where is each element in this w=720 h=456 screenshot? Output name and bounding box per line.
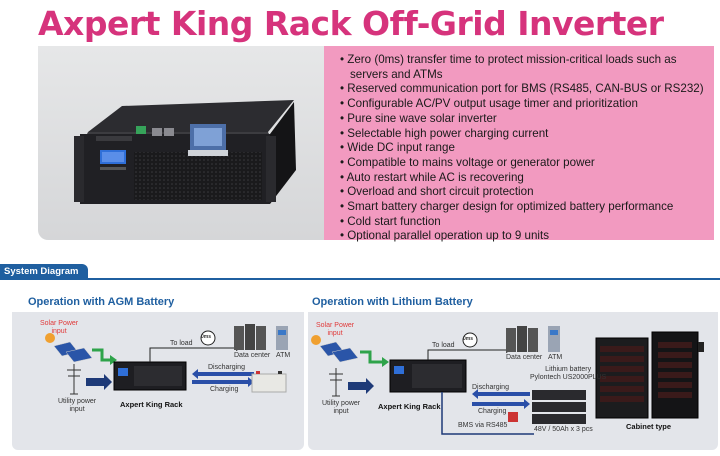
battery-cabinet-icon <box>595 331 704 419</box>
feature-item: Compatible to mains voltage or generator… <box>340 156 706 171</box>
lithium-inverter-label: Axpert King Rack <box>378 402 441 411</box>
lithium-solar-label: Solar Power input <box>316 322 355 337</box>
lithium-charging-label: Charging <box>478 408 507 415</box>
inverter-product-image <box>74 100 296 204</box>
cabinet-label: Cabinet type <box>626 422 672 431</box>
agm-battery-icon <box>251 371 287 393</box>
agm-to-load-label: To load <box>170 340 193 347</box>
lithium-diagram-title: Operation with Lithium Battery <box>312 296 473 308</box>
utility-tower-icon <box>329 368 343 397</box>
atm-icon <box>276 326 288 350</box>
feature-item: Auto restart while AC is recovering <box>340 171 706 186</box>
lithium-data-center-label: Data center <box>506 354 543 361</box>
lithium-zero-badge: 0ms <box>463 336 474 342</box>
feature-item: Reserved communication port for BMS (RS4… <box>340 82 706 97</box>
feature-item: Selectable high power charging current <box>340 127 706 142</box>
agm-utility-label: Utility power input <box>58 398 97 413</box>
agm-charging-label: Charging <box>210 386 239 393</box>
agm-inverter-label: Axpert King Rack <box>120 400 183 409</box>
solar-panel-icon <box>319 341 359 363</box>
feature-item: Optional parallel operation up to 9 unit… <box>340 229 706 244</box>
feature-item: Cold start function <box>340 215 706 230</box>
server-icon <box>506 326 538 352</box>
agm-diagram-graphics <box>45 324 288 395</box>
agm-zero-badge: 0ms <box>201 334 212 340</box>
section-divider <box>0 278 720 280</box>
system-diagram-tab: System Diagram <box>0 264 88 279</box>
lithium-battery-icon <box>508 390 586 424</box>
lithium-utility-label: Utility power input <box>322 400 361 415</box>
feature-item: Overload and short circuit protection <box>340 185 706 200</box>
bms-label: BMS via RS485 <box>458 422 508 429</box>
lithium-to-load-label: To load <box>432 342 455 349</box>
agm-atm-label: ATM <box>276 352 291 359</box>
feature-item: Wide DC input range <box>340 141 706 156</box>
agm-diagram: Solar Power input Utility power input Ax… <box>12 312 304 450</box>
server-icon <box>234 324 266 350</box>
battery-spec-label: 48V / 50Ah x 3 pcs <box>534 426 593 433</box>
lithium-atm-label: ATM <box>548 354 563 361</box>
lithium-diagram-graphics <box>311 326 704 435</box>
page-title: Axpert King Rack Off-Grid Inverter <box>38 4 664 43</box>
feature-panel: Zero (0ms) transfer time to protect miss… <box>324 46 714 242</box>
feature-item: Smart battery charger design for optimiz… <box>340 200 706 215</box>
lithium-diagram: Solar Power input Utility power input Ax… <box>308 312 718 450</box>
atm-icon <box>548 326 560 352</box>
lithium-discharging-label: Discharging <box>472 384 509 391</box>
agm-discharging-label: Discharging <box>208 364 245 371</box>
utility-tower-icon <box>67 364 81 395</box>
feature-list: Zero (0ms) transfer time to protect miss… <box>340 53 706 244</box>
feature-item: Zero (0ms) transfer time to protect miss… <box>340 53 706 82</box>
agm-diagram-title: Operation with AGM Battery <box>28 296 175 308</box>
lithium-battery-label: Lithium battery Pylontech US2000PLUS <box>530 366 607 381</box>
feature-item: Configurable AC/PV output usage timer an… <box>340 97 706 112</box>
feature-item: Pure sine wave solar inverter <box>340 112 706 127</box>
solar-panel-icon <box>53 341 93 363</box>
agm-solar-label: Solar Power input <box>40 320 79 335</box>
agm-data-center-label: Data center <box>234 352 271 359</box>
product-photo-panel <box>38 46 328 240</box>
